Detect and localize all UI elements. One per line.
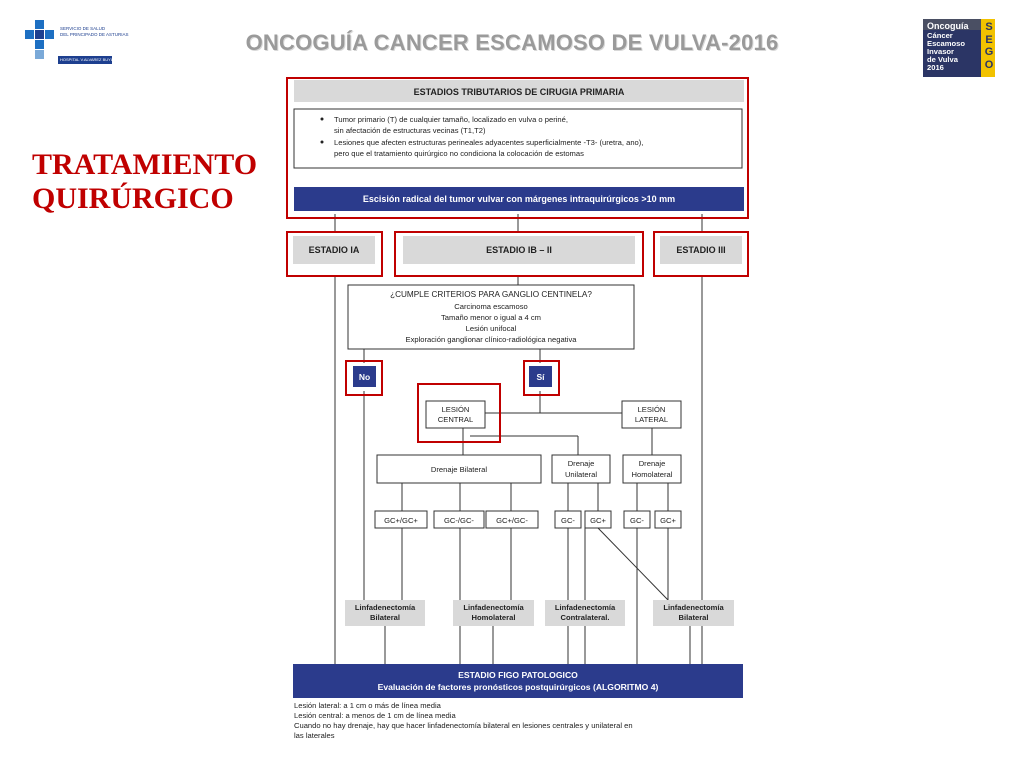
drain-homolateral-text: Drenaje (639, 459, 666, 468)
lymph-contralateral-text: Contralateral. (561, 613, 610, 622)
sentinel-criteria-box (347, 284, 635, 350)
figo-subtitle: Evaluación de factores pronósticos postq… (378, 682, 659, 692)
sentinel-criterion: Lesión unifocal (466, 324, 517, 333)
gc-box (374, 510, 428, 529)
sentinel-criterion: Carcinoma escamoso (454, 302, 527, 311)
drain-bilateral-box (376, 454, 542, 484)
section-title: TRATAMIENTO QUIRÚRGICO (32, 148, 257, 216)
no-frame (345, 360, 383, 396)
sentinel-criterion: Exploración ganglionar clínico-radiológi… (406, 335, 578, 344)
lymph-bilateral-right-box (653, 600, 734, 626)
stage-ia-frame (286, 231, 383, 277)
lymph-bilateral-right-text: Linfadenectomía (663, 603, 724, 612)
drain-bilateral-text: Drenaje Bilateral (431, 465, 487, 474)
no-box (353, 366, 376, 387)
section-title-line1: TRATAMIENTO (32, 148, 258, 181)
footnote-line: Lesión lateral: a 1 cm o más de línea me… (294, 701, 441, 710)
stage-ib-ii-box (403, 236, 635, 264)
stage-iii-text: ESTADIO III (676, 245, 725, 255)
no-text: No (359, 372, 370, 382)
logo-left-line1: SERVICIO DE SALUD (60, 26, 106, 31)
sentinel-criterion: Tamaño menor o igual a 4 cm (441, 313, 541, 322)
hospital-logo: SERVICIO DE SALUD DEL PRINCIPADO DE ASTU… (25, 18, 129, 66)
gc-box (485, 510, 539, 529)
lymph-bilateral-text: Bilateral (370, 613, 400, 622)
oncoguia-logo-shape (923, 19, 995, 77)
sentinel-question: ¿CUMPLE CRITERIOS PARA GANGLIO CENTINELA… (390, 290, 592, 299)
excision-text: Escisión radical del tumor vulvar con má… (363, 194, 675, 204)
logo-right-sego: S E G O (984, 21, 994, 71)
lymph-homolateral-text: Linfadenectomía (463, 603, 524, 612)
drain-unilateral-box (551, 454, 611, 484)
si-box (529, 366, 552, 387)
lymph-bilateral-text: Linfadenectomía (355, 603, 416, 612)
stage-iii-frame (653, 231, 749, 277)
gc-text: GC+/GC- (496, 516, 528, 525)
primary-surgery-header-text: ESTADIOS TRIBUTARIOS DE CIRUGIA PRIMARIA (414, 87, 625, 97)
gc-text: GC- (630, 516, 644, 525)
central-lesion-box (425, 400, 486, 429)
connector-lines (334, 214, 703, 664)
si-frame (523, 360, 560, 396)
gc-box (623, 510, 651, 529)
footnote-line: Cuando no hay drenaje, hay que hacer lin… (294, 721, 633, 730)
excision-box (294, 187, 744, 211)
criteria-line: Tumor primario (T) de cualquier tamaño, … (334, 115, 568, 124)
lymph-bilateral-box (345, 600, 425, 626)
footnote-line: las laterales (294, 731, 335, 740)
criteria-line: pero que el tratamiento quirúrgico no co… (334, 149, 584, 158)
criteria-box (293, 108, 743, 169)
lymph-bilateral-right-text: Bilateral (679, 613, 709, 622)
si-text: Sí (536, 372, 545, 382)
lymph-homolateral-box (453, 600, 534, 626)
gc-text: GC- (561, 516, 575, 525)
drain-unilateral-text: Drenaje (568, 459, 595, 468)
primary-surgery-frame (286, 77, 749, 219)
criteria-line: Lesiones que afecten estructuras perinea… (334, 138, 643, 147)
bullet-icon (320, 140, 324, 144)
gc-text: GC+/GC+ (384, 516, 418, 525)
primary-surgery-header (294, 80, 744, 102)
logo-left-line2: DEL PRINCIPADO DE ASTURIAS (60, 32, 129, 37)
footnote-line: Lesión central: a menos de 1 cm de línea… (294, 711, 456, 720)
gc-box (554, 510, 582, 529)
bullet-icon (320, 117, 324, 121)
gc-text: GC+ (590, 516, 606, 525)
cross-logo-icon (25, 20, 54, 59)
figo-title: ESTADIO FIGO PATOLOGICO (458, 670, 578, 680)
drain-homolateral-text: Homolateral (632, 470, 673, 479)
lateral-lesion-text: LESIÓN (638, 405, 666, 414)
stage-ib-ii-text: ESTADIO IB – II (486, 245, 552, 255)
footnotes: Lesión lateral: a 1 cm o más de línea me… (294, 701, 714, 741)
logo-left-bar: HOSPITAL V.ALVAREZ BUYLLA (58, 56, 118, 64)
lateral-lesion-box (621, 400, 682, 429)
lateral-lesion-text: LATERAL (635, 415, 668, 424)
logo-right-text: Cáncer Escamoso Invasor de Vulva 2016 (927, 31, 965, 72)
figo-box (293, 664, 743, 698)
stage-ia-text: ESTADIO IA (309, 245, 360, 255)
stage-ia-box (293, 236, 375, 264)
gc-box (584, 510, 612, 529)
gc-box (654, 510, 682, 529)
gc-box (433, 510, 485, 529)
criteria-line: sin afectación de estructuras vecinas (T… (334, 126, 486, 135)
central-lesion-frame (417, 383, 501, 443)
page-title: ONCOGUÍA CANCER ESCAMOSO DE VULVA-2016 (245, 30, 779, 55)
section-title-line2: QUIRÚRGICO (32, 182, 234, 215)
stage-iii-box (660, 236, 742, 264)
drain-unilateral-text: Unilateral (565, 470, 597, 479)
stage-ib-ii-frame (394, 231, 644, 277)
central-lesion-text: CENTRAL (438, 415, 473, 424)
logo-right-tag: Oncoguía (927, 21, 969, 31)
gc-text: GC+ (660, 516, 676, 525)
lymph-contralateral-box (545, 600, 625, 626)
gc-text: GC-/GC- (444, 516, 474, 525)
oncoguia-logo: Oncoguía Cáncer Escamoso Invasor de Vulv… (923, 19, 995, 77)
lymph-homolateral-text: Homolateral (472, 613, 516, 622)
drain-homolateral-box (622, 454, 682, 484)
lymph-contralateral-text: Linfadenectomía (555, 603, 616, 612)
central-lesion-text: LESIÓN (442, 405, 470, 414)
